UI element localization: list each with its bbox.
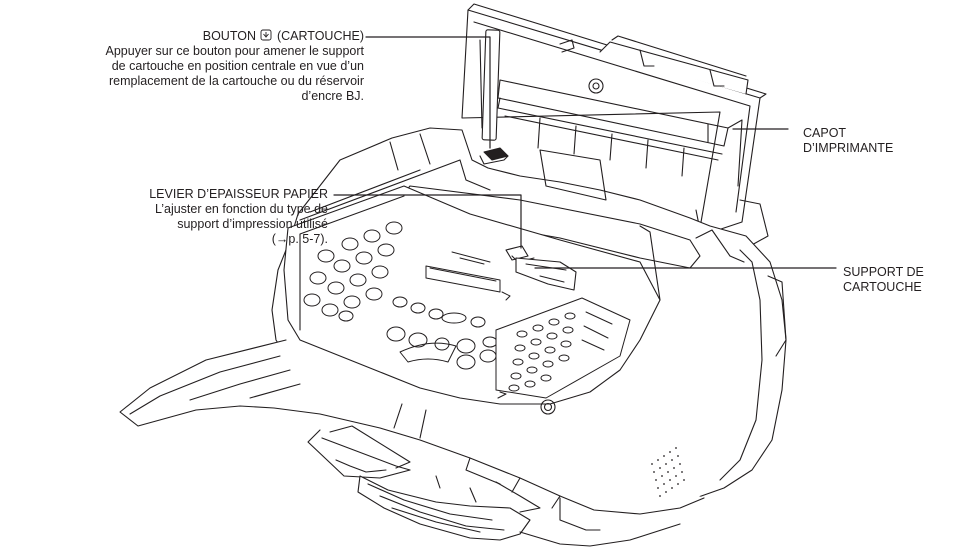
- callout-bouton-cartouche: BOUTON (CARTOUCHE) Appuyer sur ce bouton…: [106, 29, 365, 104]
- control-panel: [283, 185, 661, 415]
- one-touch-panel: [495, 297, 631, 399]
- keypad-left: [303, 221, 403, 322]
- speaker-grill: [651, 447, 685, 497]
- leader-levier-epaisseur: [333, 194, 522, 249]
- callout-levier-epaisseur-desc-3: (→p. 5-7).: [271, 232, 328, 246]
- callout-capot-imprimante: CAPOT D’IMPRIMANTE: [803, 126, 893, 156]
- callout-levier-epaisseur-desc-1: L’ajuster en fonction du type de: [154, 202, 328, 216]
- callout-bouton-cartouche-title-after: (CARTOUCHE): [276, 29, 364, 43]
- display: [425, 251, 511, 301]
- callout-bouton-cartouche-desc-2: de cartouche en position centrale en vue…: [111, 59, 364, 73]
- callout-support-cartouche-line-2: CARTOUCHE: [843, 280, 922, 294]
- callout-levier-epaisseur-title: LEVIER D’EPAISSEUR PAPIER: [149, 187, 328, 201]
- callout-bouton-cartouche-title-before: BOUTON: [202, 29, 256, 43]
- cartridge-button-icon: [261, 29, 272, 41]
- leader-lines: [333, 36, 837, 269]
- output-tray: [119, 339, 705, 547]
- callout-bouton-cartouche-desc-1: Appuyer sur ce bouton pour amener le sup…: [105, 44, 365, 58]
- callout-bouton-cartouche-desc-4: d’encre BJ.: [301, 89, 364, 103]
- callout-support-cartouche: SUPPORT DE CARTOUCHE: [843, 265, 924, 295]
- cartridge-button-part: [479, 147, 509, 165]
- cartridge-holder-part: [515, 257, 577, 291]
- callout-levier-epaisseur: LEVIER D’EPAISSEUR PAPIER L’ajuster en f…: [149, 187, 328, 247]
- callout-support-cartouche-line-1: SUPPORT DE: [843, 265, 924, 279]
- paper-rest: [599, 35, 769, 247]
- callout-levier-epaisseur-desc-2: support d’impression utilisé: [177, 217, 328, 231]
- callout-bouton-cartouche-desc-3: remplacement de la cartouche ou du réser…: [109, 74, 364, 88]
- printer-cover: [461, 3, 767, 235]
- callout-capot-imprimante-line-2: D’IMPRIMANTE: [803, 141, 894, 155]
- callout-bouton-cartouche-title: BOUTON (CARTOUCHE): [106, 29, 364, 44]
- callout-capot-imprimante-line-1: CAPOT: [803, 126, 847, 140]
- leader-bouton-cartouche: [365, 36, 491, 149]
- function-keys: [386, 296, 498, 370]
